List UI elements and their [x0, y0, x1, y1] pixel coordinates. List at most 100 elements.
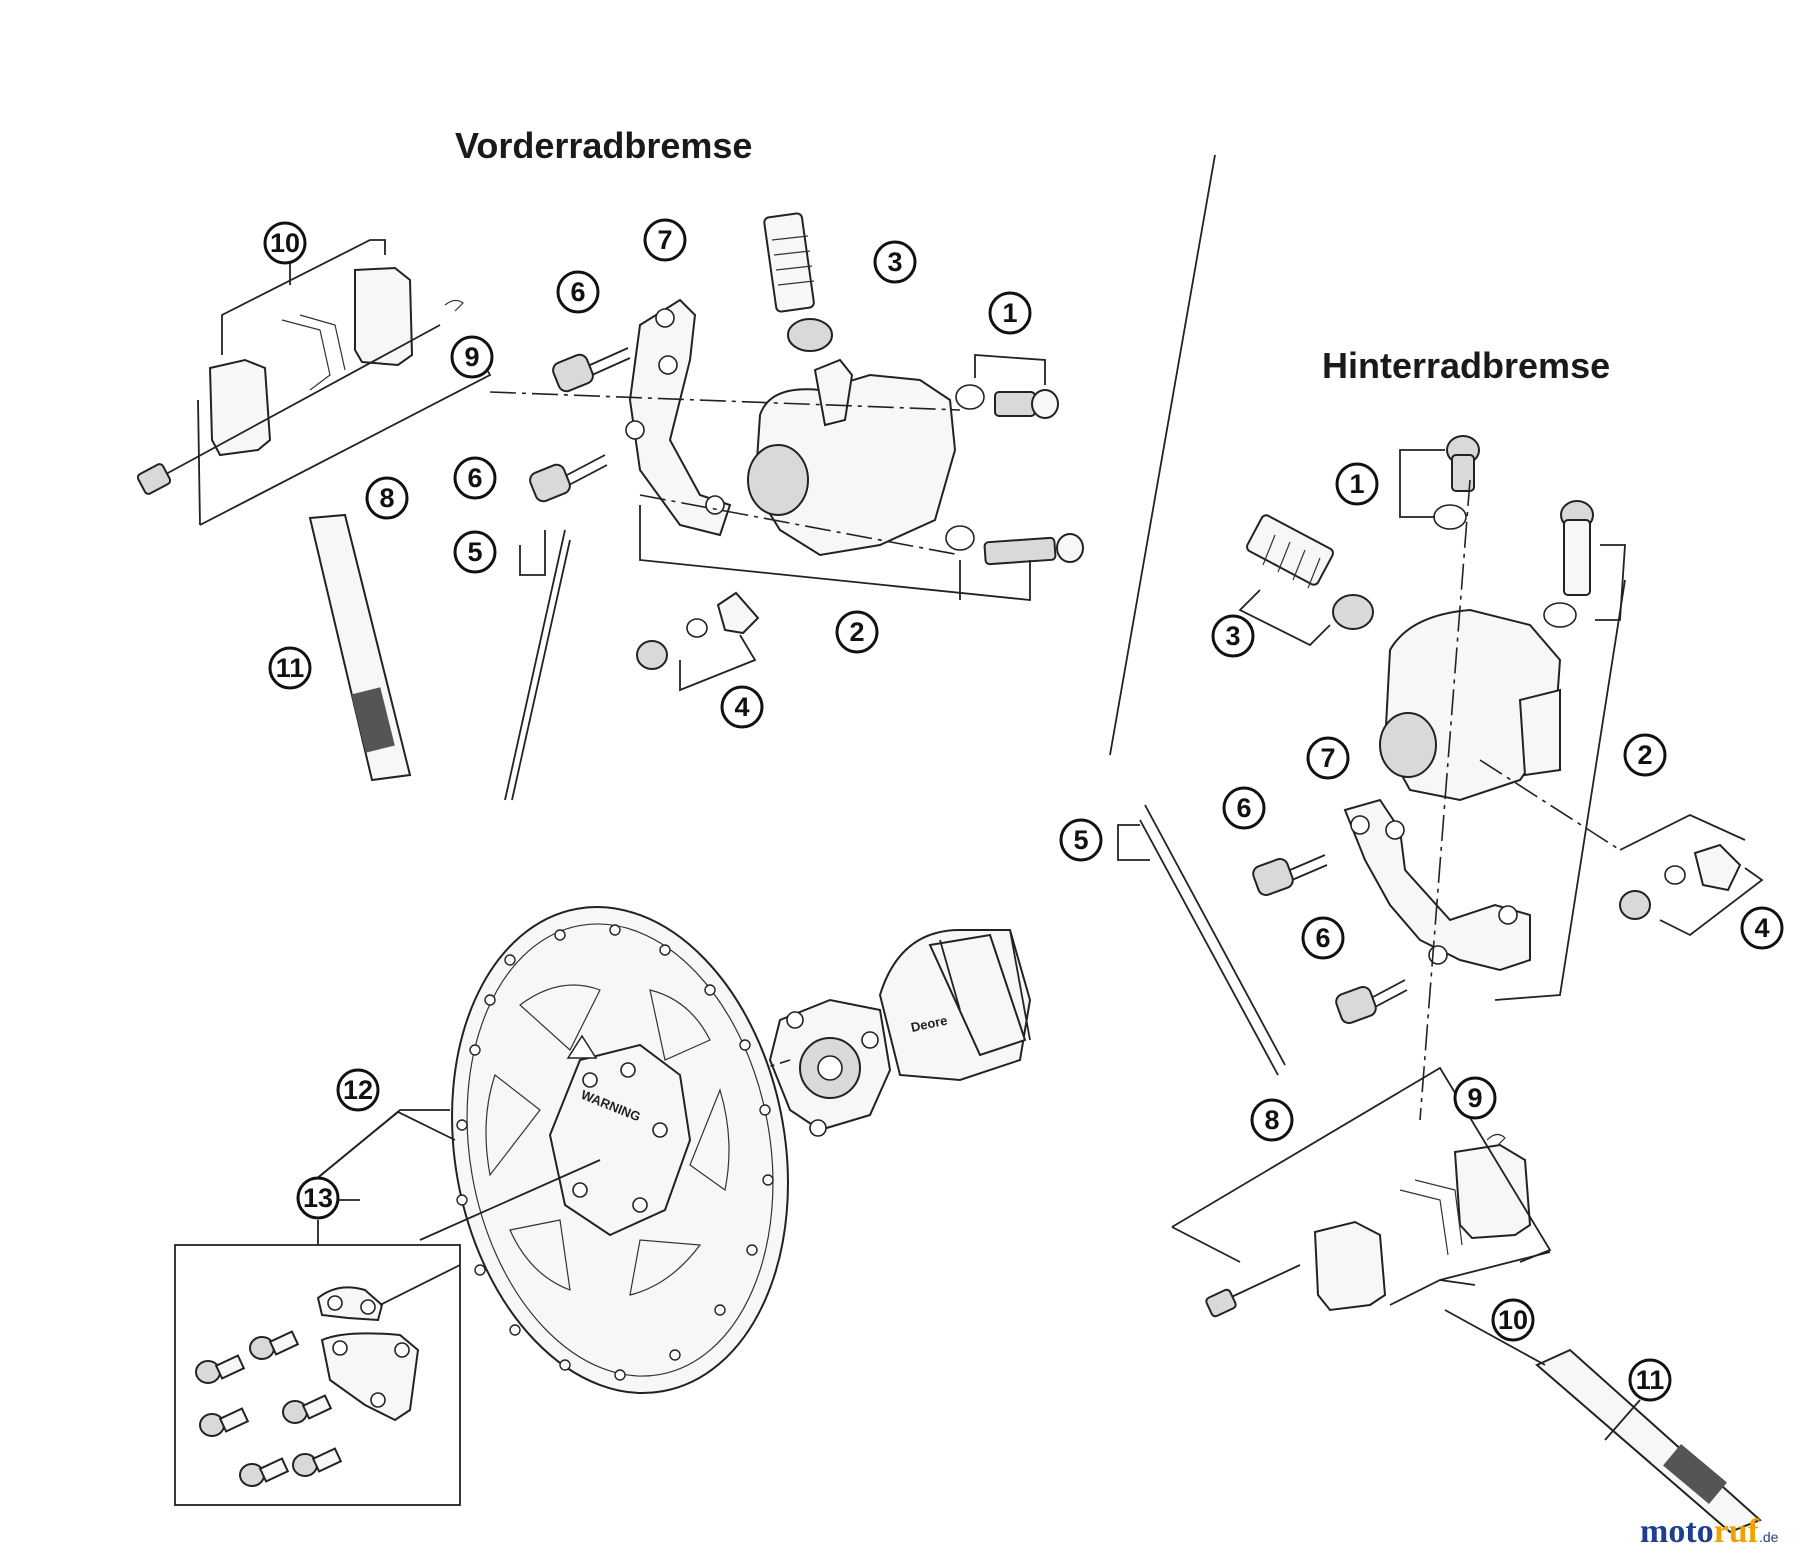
front-bolt-6-lower [529, 454, 608, 503]
svg-text:2: 2 [849, 617, 864, 647]
rear-adapter [1343, 798, 1531, 972]
svg-text:10: 10 [270, 228, 300, 258]
rear-caliper-cap [1379, 712, 1437, 778]
front-cable [504, 529, 566, 801]
front-bolt-1 [955, 384, 1059, 419]
svg-text:4: 4 [1754, 913, 1769, 943]
front-brake-assembly [136, 212, 1084, 801]
front-callout-1: 1 [988, 291, 1032, 335]
rear-callout-8: 8 [1250, 1098, 1294, 1142]
svg-text:5: 5 [467, 537, 482, 567]
rotor-hub-assembly: Deore [174, 906, 1032, 1506]
rear-callout-1: 1 [1335, 462, 1379, 506]
svg-text:2: 2 [1637, 740, 1652, 770]
rear-bracket-2 [1494, 579, 1626, 1001]
rear-callout-2: 2 [1623, 733, 1667, 777]
front-callout-7: 7 [643, 218, 687, 262]
front-bracket-2 [639, 505, 1031, 601]
rear-adjuster-3 [1246, 514, 1374, 630]
front-callout-8: 8 [365, 476, 409, 520]
svg-text:11: 11 [1636, 1365, 1665, 1395]
front-callout-4: 4 [720, 685, 764, 729]
svg-text:1: 1 [1349, 469, 1364, 499]
front-callout-6b: 6 [453, 456, 497, 500]
front-pad-right [354, 266, 414, 367]
rear-brake-title: Hinterradbremse [1322, 345, 1610, 386]
svg-text:3: 3 [1225, 621, 1240, 651]
front-bolt-2 [945, 525, 1084, 566]
rear-pad-left [1313, 1220, 1387, 1312]
front-pad-pin [136, 463, 172, 495]
svg-text:1: 1 [1002, 298, 1017, 328]
rear-bolt-6-upper [1252, 854, 1328, 896]
front-caliper-arm [813, 358, 854, 427]
watermark-part-1: moto [1640, 1513, 1714, 1550]
rotor-callout-12: 12 [336, 1068, 380, 1112]
front-bracket-1 [974, 354, 1046, 385]
front-bracket-4 [679, 634, 757, 692]
rear-bolt-6-lower [1335, 979, 1408, 1024]
front-brake-title: Vorderradbremse [455, 125, 752, 166]
front-callout-3: 3 [873, 240, 917, 284]
rear-pad-right [1453, 1143, 1532, 1240]
svg-text:motoruf.de: motoruf.de [1640, 1513, 1779, 1550]
svg-text:10: 10 [1498, 1305, 1528, 1335]
svg-text:9: 9 [1467, 1083, 1482, 1113]
front-callout-11: 11 [268, 646, 312, 690]
rear-callout-6b: 6 [1301, 916, 1345, 960]
svg-text:7: 7 [1320, 743, 1335, 773]
front-callout-9: 9 [450, 335, 494, 379]
watermark-suffix: .de [1759, 1529, 1779, 1545]
brake-rotor: WARNING [451, 906, 789, 1394]
front-adjuster-3 [763, 212, 833, 352]
svg-text:6: 6 [1315, 923, 1330, 953]
rotor-lock-plate-2 [320, 1332, 420, 1422]
rear-callout-7: 7 [1306, 736, 1350, 780]
rotor-lock-plate-1 [316, 1286, 384, 1322]
rear-pad-spring [1399, 1189, 1449, 1256]
front-caliper-cap [747, 444, 809, 516]
rear-fitting-4 [1619, 843, 1742, 920]
front-bracket-5 [519, 530, 546, 576]
rear-brake-assembly [1117, 435, 1764, 1534]
svg-text:9: 9 [464, 342, 479, 372]
rear-callout-6a: 6 [1222, 786, 1266, 830]
rotor-callout-13: 13 [296, 1176, 340, 1220]
svg-text:8: 8 [379, 483, 394, 513]
rear-bracket-5 [1117, 824, 1150, 861]
svg-text:6: 6 [467, 463, 482, 493]
svg-text:5: 5 [1073, 825, 1088, 855]
front-callout-6a: 6 [556, 270, 600, 314]
svg-text:8: 8 [1264, 1105, 1279, 1135]
front-pad-axle-line [154, 324, 441, 481]
rotor-bolts [195, 1330, 343, 1487]
front-pad-spring [281, 319, 331, 391]
motoruf-watermark: motoruf.de [1640, 1513, 1779, 1550]
rear-callout-10: 10 [1491, 1298, 1535, 1342]
rear-bolt-2 [1543, 500, 1594, 628]
front-pad-bracket [221, 239, 386, 355]
rear-bracket-4 [1659, 867, 1764, 937]
front-callout-5: 5 [453, 530, 497, 574]
rear-callout-4: 4 [1740, 906, 1784, 950]
front-fitting-4 [636, 591, 760, 670]
rear-split-pin [1486, 1133, 1506, 1147]
rear-callout-11: 11 [1628, 1358, 1672, 1402]
rear-bolt-1 [1433, 435, 1480, 530]
svg-text:13: 13 [303, 1183, 333, 1213]
front-bolt-6-upper [552, 347, 631, 393]
svg-text:6: 6 [570, 277, 585, 307]
svg-text:6: 6 [1236, 793, 1251, 823]
rear-callout-3: 3 [1211, 614, 1255, 658]
rear-pad-axle-line [1224, 1264, 1301, 1301]
section-divider [1109, 154, 1216, 756]
rear-cable [1144, 804, 1286, 1066]
watermark-part-2: ruf [1714, 1513, 1760, 1550]
svg-text:12: 12 [343, 1075, 373, 1105]
rear-pad-pin [1205, 1288, 1237, 1318]
svg-text:3: 3 [887, 247, 902, 277]
hub-brand-label: Deore [910, 1013, 949, 1035]
front-callout-10: 10 [263, 221, 307, 265]
rear-bracket-3 [1238, 589, 1331, 647]
